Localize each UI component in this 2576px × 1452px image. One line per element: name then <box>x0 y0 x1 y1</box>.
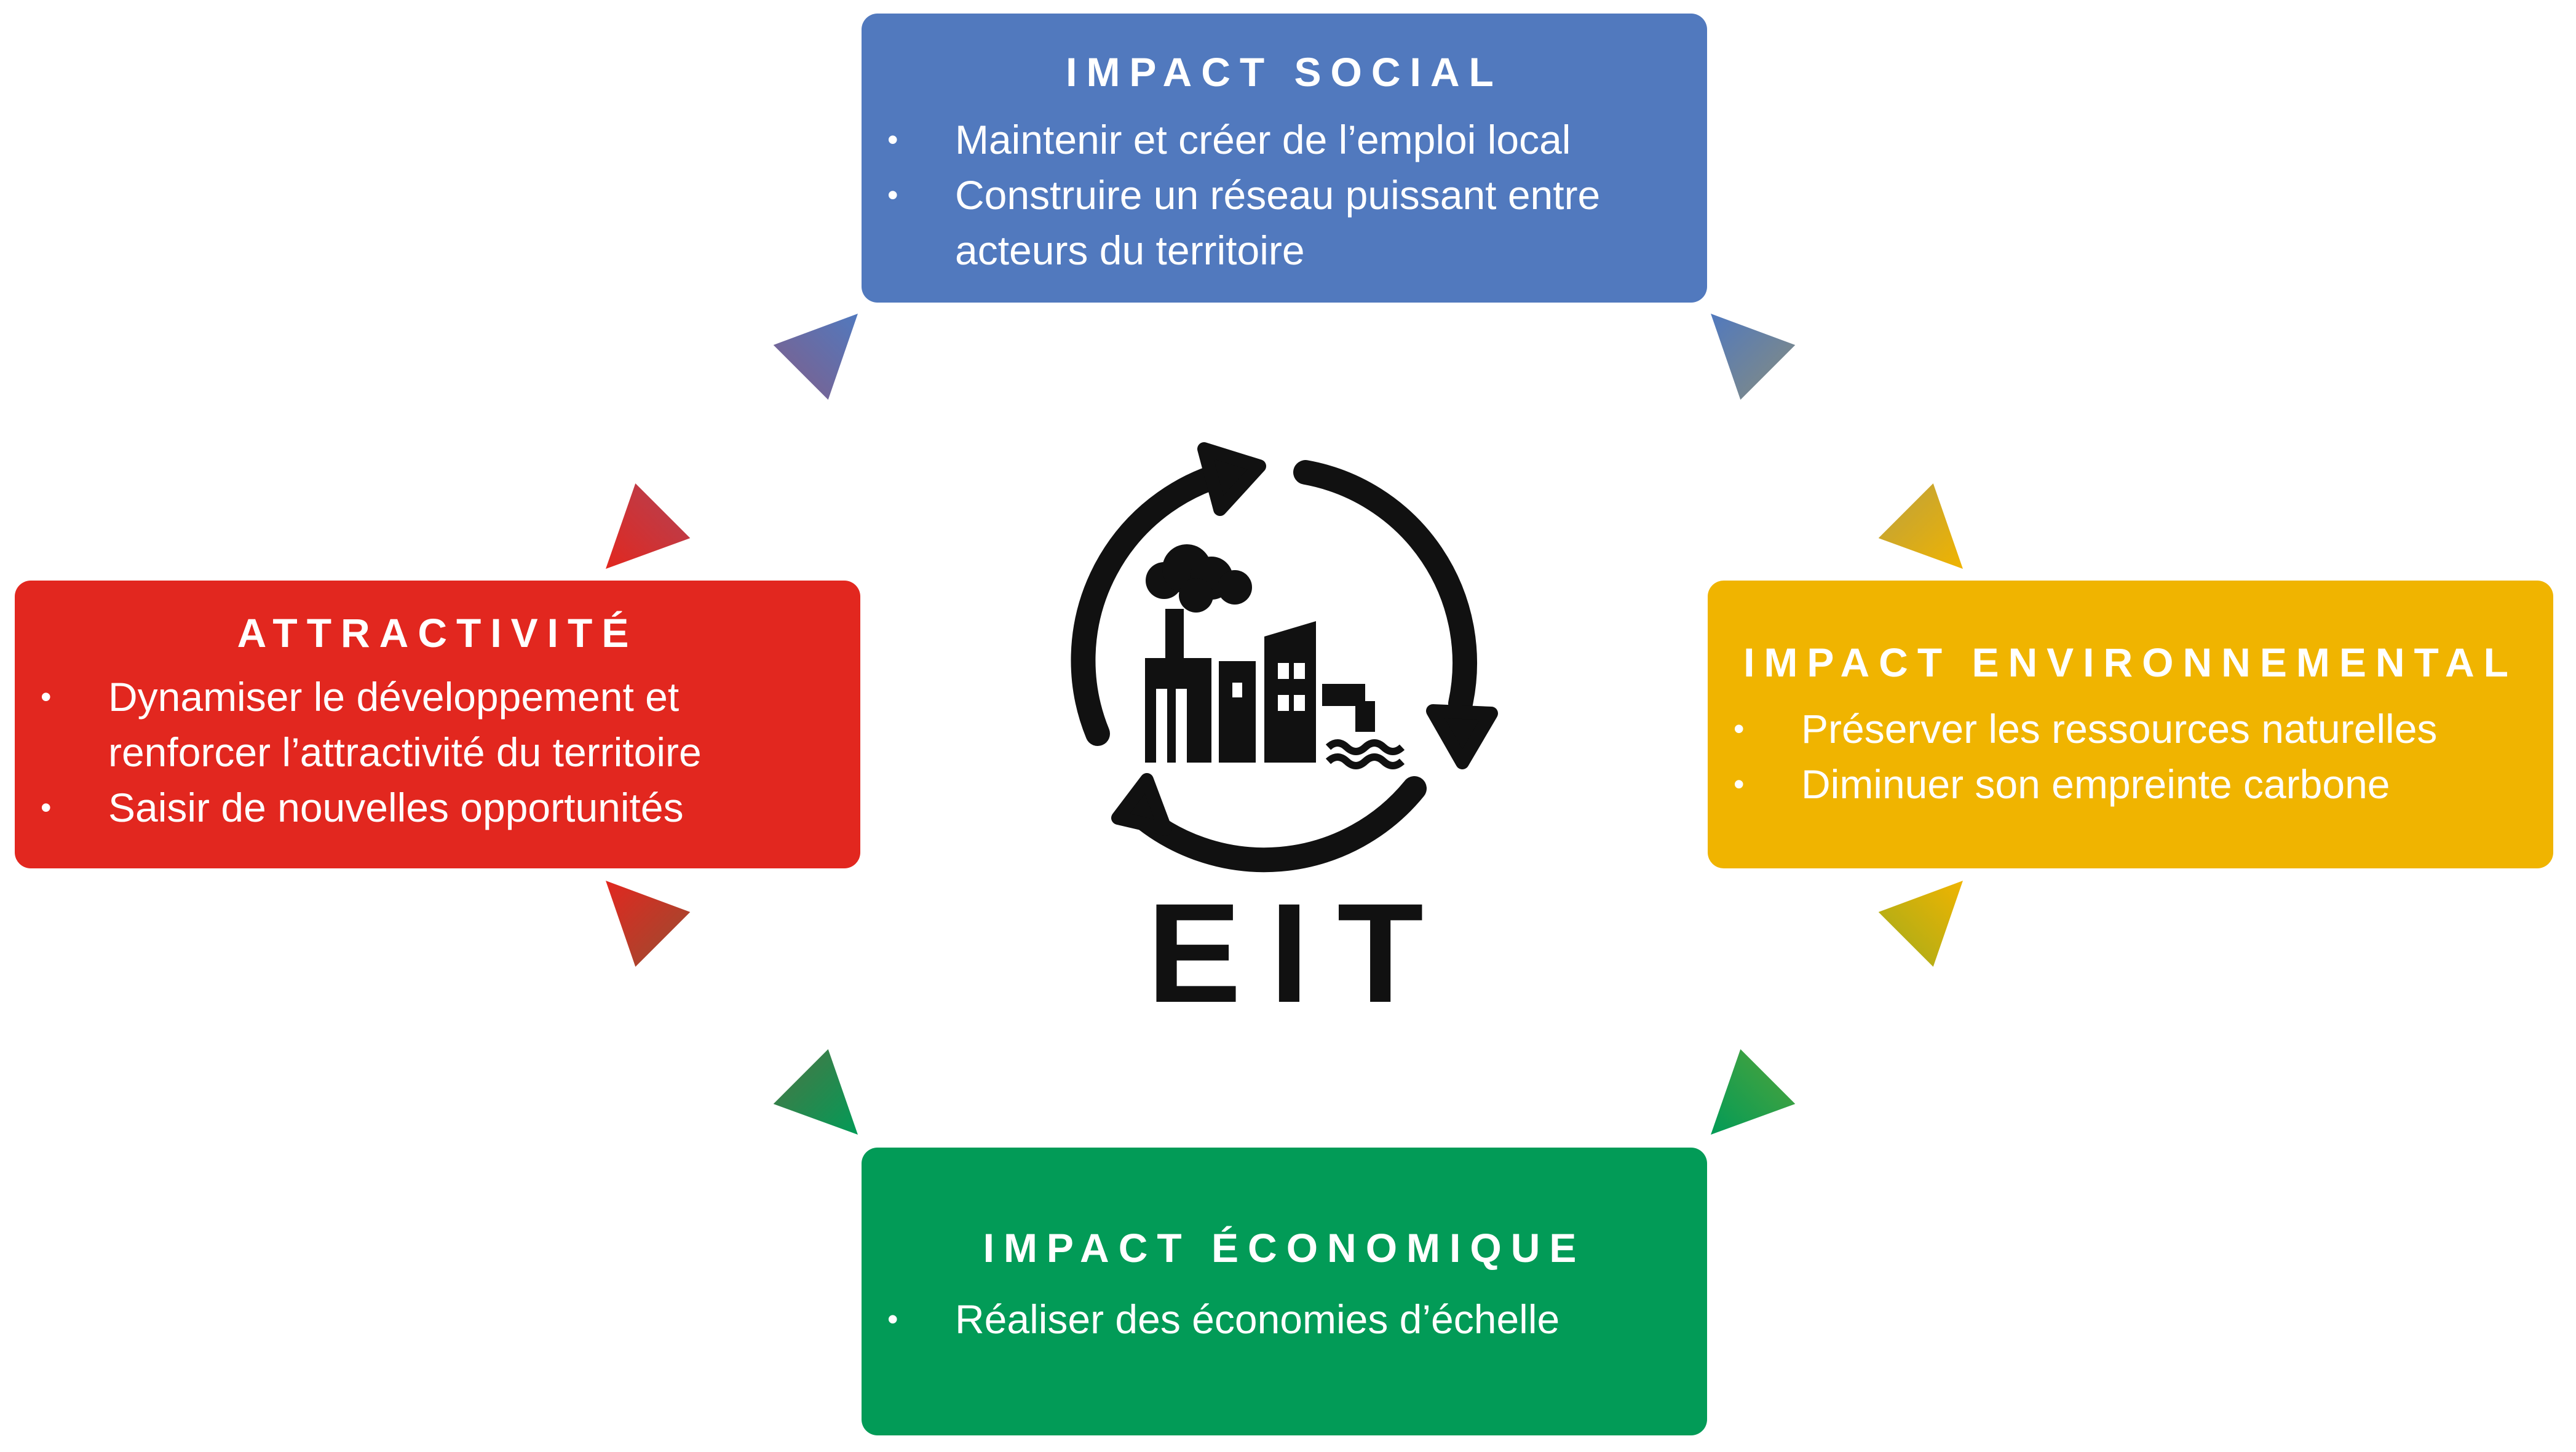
list-item: acteurs du territoire <box>955 228 1305 273</box>
box-attractivite: ATTRACTIVITÉ •Dynamiser le développement… <box>15 581 860 868</box>
box-impact-economique: IMPACT ÉCONOMIQUE •Réaliser des économie… <box>862 1148 1707 1435</box>
bullet-icon: • <box>41 680 52 714</box>
cycle-arrow-bottom-icon <box>1111 773 1427 873</box>
list-item: •Construire un réseau puissant entre <box>862 167 1707 223</box>
bullet-icon: • <box>1734 767 1745 801</box>
industrial-cycle-icon <box>1071 442 1498 873</box>
list-item: •Maintenir et créer de l’emploi local <box>862 112 1707 167</box>
box-title-impact-economique: IMPACT ÉCONOMIQUE <box>983 1225 1586 1271</box>
double-arrow-attractivite-economique <box>606 881 858 1135</box>
box-title-impact-social: IMPACT SOCIAL <box>1066 49 1503 95</box>
factory-icon <box>1145 609 1316 763</box>
list-item: •Préserver les ressources naturelles <box>1708 701 2553 756</box>
list-item: •Réaliser des économies d’échelle <box>862 1291 1707 1347</box>
double-arrow-social-attractivite <box>606 314 858 569</box>
bullet-icon: • <box>1734 712 1745 746</box>
smoke-cloud-icon <box>1146 544 1252 613</box>
center-label-eit: EIT <box>1147 874 1452 1032</box>
box-impact-environnemental: IMPACT ENVIRONNEMENTAL •Préserver les re… <box>1708 581 2553 868</box>
bullet-icon: • <box>41 790 52 825</box>
box-impact-social: IMPACT SOCIAL •Maintenir et créer de l’e… <box>862 14 1707 303</box>
cycle-arrow-right-icon <box>1293 460 1498 769</box>
box-title-impact-environnemental: IMPACT ENVIRONNEMENTAL <box>1743 640 2518 685</box>
box-title-attractivite: ATTRACTIVITÉ <box>237 610 638 656</box>
list-item: •Dynamiser le développement et <box>15 669 860 724</box>
bullet-icon: • <box>887 122 898 157</box>
box-list-attractivite: •Dynamiser le développement et renforcer… <box>15 669 860 835</box>
list-item: •Saisir de nouvelles opportunités <box>15 780 860 835</box>
box-list-impact-environnemental: •Préserver les ressources naturelles •Di… <box>1708 701 2553 812</box>
double-arrow-environnemental-economique <box>1711 881 1963 1135</box>
double-arrow-social-environnemental <box>1711 314 1963 569</box>
bullet-icon: • <box>887 1302 898 1336</box>
box-list-impact-economique: •Réaliser des économies d’échelle <box>862 1291 1707 1347</box>
box-list-impact-social: •Maintenir et créer de l’emploi local •C… <box>862 112 1707 278</box>
bullet-icon: • <box>887 178 898 212</box>
list-item: •Diminuer son empreinte carbone <box>1708 756 2553 812</box>
list-item: renforcer l’attractivité du territoire <box>108 729 702 775</box>
cycle-arrow-top-left-icon <box>1071 442 1266 746</box>
pipe-water-icon <box>1322 684 1405 769</box>
